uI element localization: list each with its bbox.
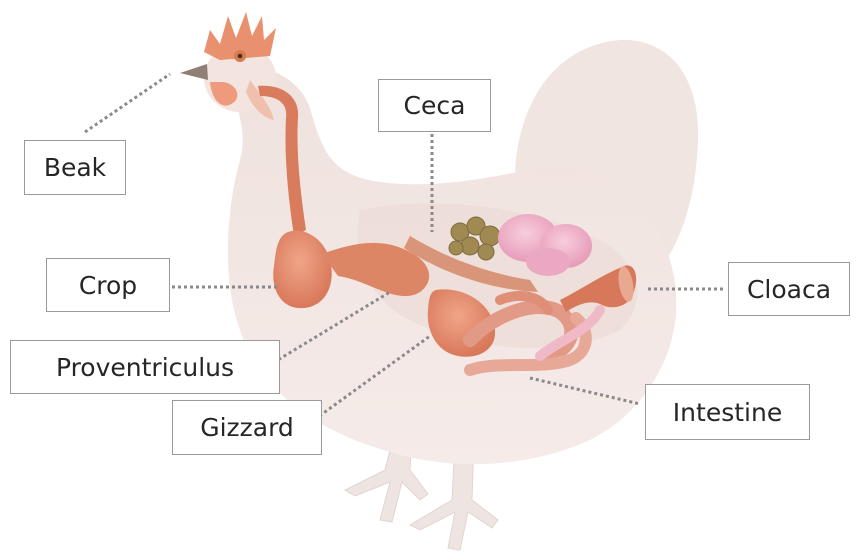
beak-leader bbox=[85, 74, 170, 132]
beak-label: Beak bbox=[24, 140, 126, 195]
gizzard-label: Gizzard bbox=[172, 400, 322, 455]
chicken-head bbox=[180, 12, 276, 120]
cloaca-label: Cloaca bbox=[728, 262, 850, 316]
intestine-label: Intestine bbox=[645, 384, 810, 440]
crop-label: Crop bbox=[46, 258, 170, 312]
beak-shape bbox=[180, 64, 208, 80]
proventriculus-label: Proventriculus bbox=[10, 340, 280, 394]
ceca-label: Ceca bbox=[378, 79, 491, 132]
